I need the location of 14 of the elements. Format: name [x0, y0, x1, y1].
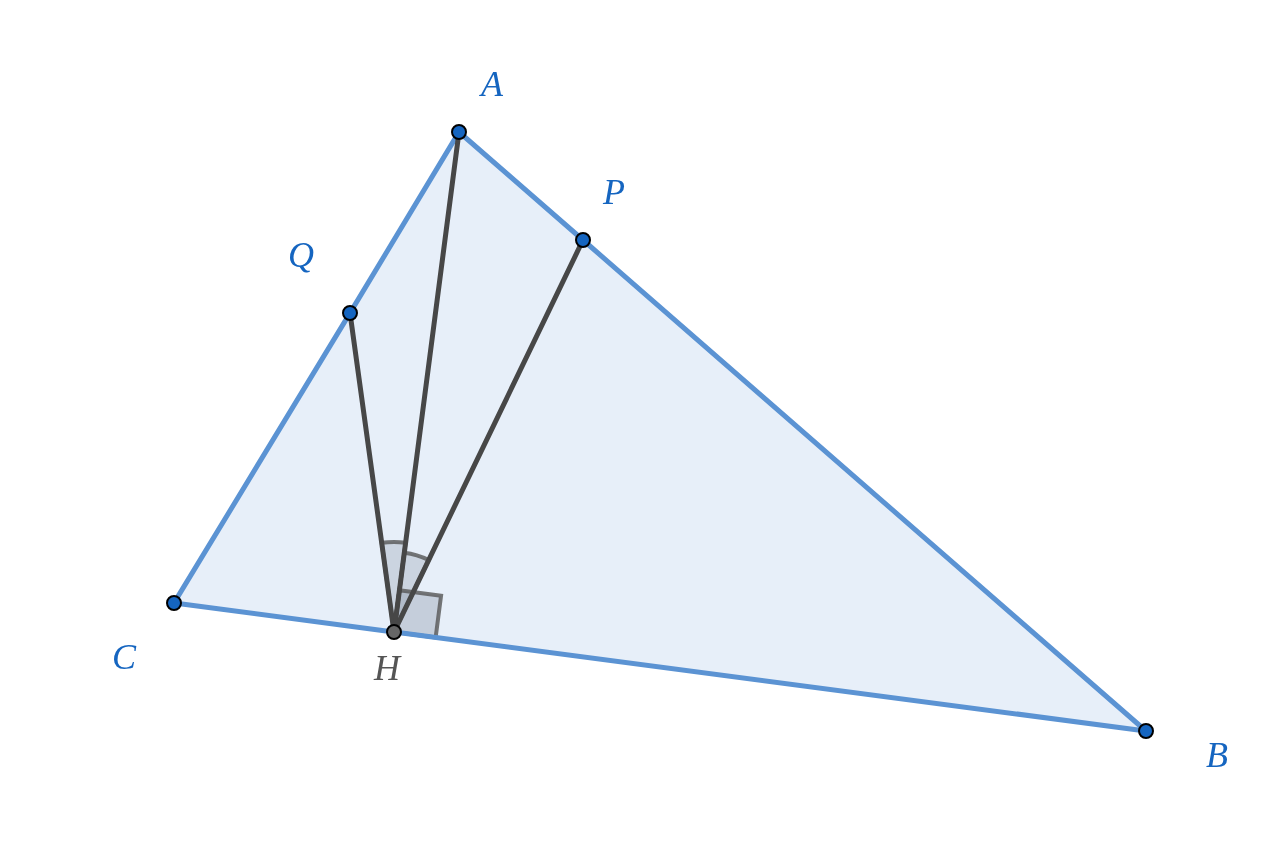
- line-segment: [399, 630, 1141, 733]
- point-label: C: [112, 639, 136, 675]
- point-label: B: [1206, 737, 1228, 773]
- line-segment: [175, 317, 349, 599]
- line-segment: [179, 601, 389, 634]
- point-label: P: [603, 174, 625, 210]
- line-segment: [586, 242, 1143, 729]
- point-label: Q: [288, 237, 314, 273]
- line-segment: [462, 134, 580, 238]
- point-label: A: [481, 66, 503, 102]
- line-segment: [351, 136, 458, 309]
- point-label: H: [374, 650, 400, 686]
- line-segment: [348, 318, 396, 627]
- line-segment: [394, 244, 583, 628]
